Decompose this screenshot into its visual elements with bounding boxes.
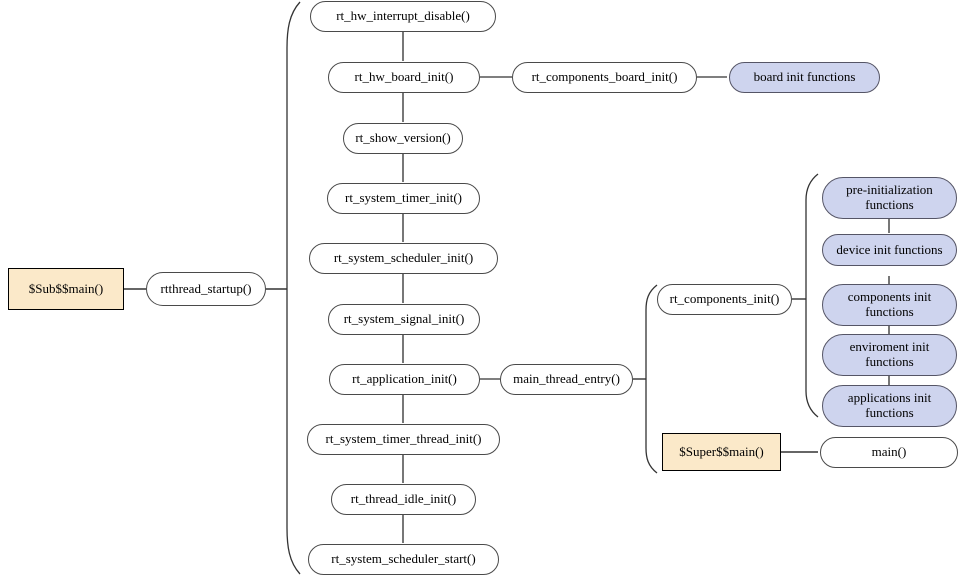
node-enviroment-init-functions-label: enviroment init functions: [849, 339, 930, 369]
node-main-label: main(): [871, 444, 907, 460]
node-components-init-functions-label: components init functions: [847, 289, 932, 319]
node-rt-application-init[interactable]: rt_application_init(): [329, 364, 480, 395]
node-applications-init-functions[interactable]: applications init functions: [822, 385, 957, 427]
node-board-init-functions[interactable]: board init functions: [729, 62, 880, 93]
node-rt-hw-board-init-label: rt_hw_board_init(): [354, 69, 454, 85]
node-super-main-label: $Super$$main(): [679, 443, 764, 459]
node-rtthread-startup[interactable]: rtthread_startup(): [146, 272, 266, 306]
node-rt-system-timer-init-label: rt_system_timer_init(): [345, 190, 462, 206]
node-rt-system-scheduler-init[interactable]: rt_system_scheduler_init(): [309, 243, 498, 274]
node-rt-system-scheduler-start[interactable]: rt_system_scheduler_start(): [308, 544, 499, 575]
node-device-init-functions-label: device init functions: [836, 241, 943, 257]
node-rt-components-init-label: rt_components_init(): [669, 291, 780, 307]
brace-app-branch: [645, 284, 658, 474]
node-rt-system-timer-init[interactable]: rt_system_timer_init(): [327, 183, 480, 214]
node-pre-initialization-functions[interactable]: pre-initialization functions: [822, 177, 957, 219]
node-sub-main[interactable]: $Sub$$main(): [8, 268, 124, 310]
node-rt-system-timer-thread-init[interactable]: rt_system_timer_thread_init(): [307, 424, 500, 455]
node-rt-components-board-init[interactable]: rt_components_board_init(): [512, 62, 697, 93]
brace-startup-steps: [286, 1, 301, 575]
node-main-thread-entry-label: main_thread_entry(): [513, 371, 620, 387]
node-sub-main-label: $Sub$$main(): [28, 280, 104, 296]
node-pre-initialization-functions-label: pre-initialization functions: [846, 182, 933, 212]
node-device-init-functions[interactable]: device init functions: [822, 234, 957, 266]
node-super-main[interactable]: $Super$$main(): [662, 433, 781, 471]
node-rt-system-signal-init[interactable]: rt_system_signal_init(): [328, 304, 480, 335]
node-rt-components-init[interactable]: rt_components_init(): [657, 284, 792, 315]
node-rt-hw-interrupt-disable[interactable]: rt_hw_interrupt_disable(): [310, 1, 496, 32]
node-board-init-functions-label: board init functions: [753, 69, 856, 85]
node-components-init-functions[interactable]: components init functions: [822, 284, 957, 326]
node-rt-system-scheduler-init-label: rt_system_scheduler_init(): [333, 250, 474, 266]
brace-init-functions: [805, 173, 819, 418]
node-rt-hw-interrupt-disable-label: rt_hw_interrupt_disable(): [336, 8, 470, 24]
node-rt-hw-board-init[interactable]: rt_hw_board_init(): [328, 62, 480, 93]
node-main-thread-entry[interactable]: main_thread_entry(): [500, 364, 633, 395]
node-rt-thread-idle-init[interactable]: rt_thread_idle_init(): [331, 484, 476, 515]
node-rt-show-version[interactable]: rt_show_version(): [343, 123, 463, 154]
node-rtthread-startup-label: rtthread_startup(): [160, 280, 252, 296]
node-rt-thread-idle-init-label: rt_thread_idle_init(): [350, 491, 457, 507]
node-rt-system-signal-init-label: rt_system_signal_init(): [343, 311, 465, 327]
node-enviroment-init-functions[interactable]: enviroment init functions: [822, 334, 957, 376]
node-rt-system-timer-thread-init-label: rt_system_timer_thread_init(): [325, 431, 482, 447]
node-main[interactable]: main(): [820, 437, 958, 468]
node-rt-system-scheduler-start-label: rt_system_scheduler_start(): [331, 551, 476, 567]
node-rt-show-version-label: rt_show_version(): [355, 130, 451, 146]
node-rt-components-board-init-label: rt_components_board_init(): [531, 69, 678, 85]
node-applications-init-functions-label: applications init functions: [847, 390, 932, 420]
node-rt-application-init-label: rt_application_init(): [352, 371, 457, 387]
